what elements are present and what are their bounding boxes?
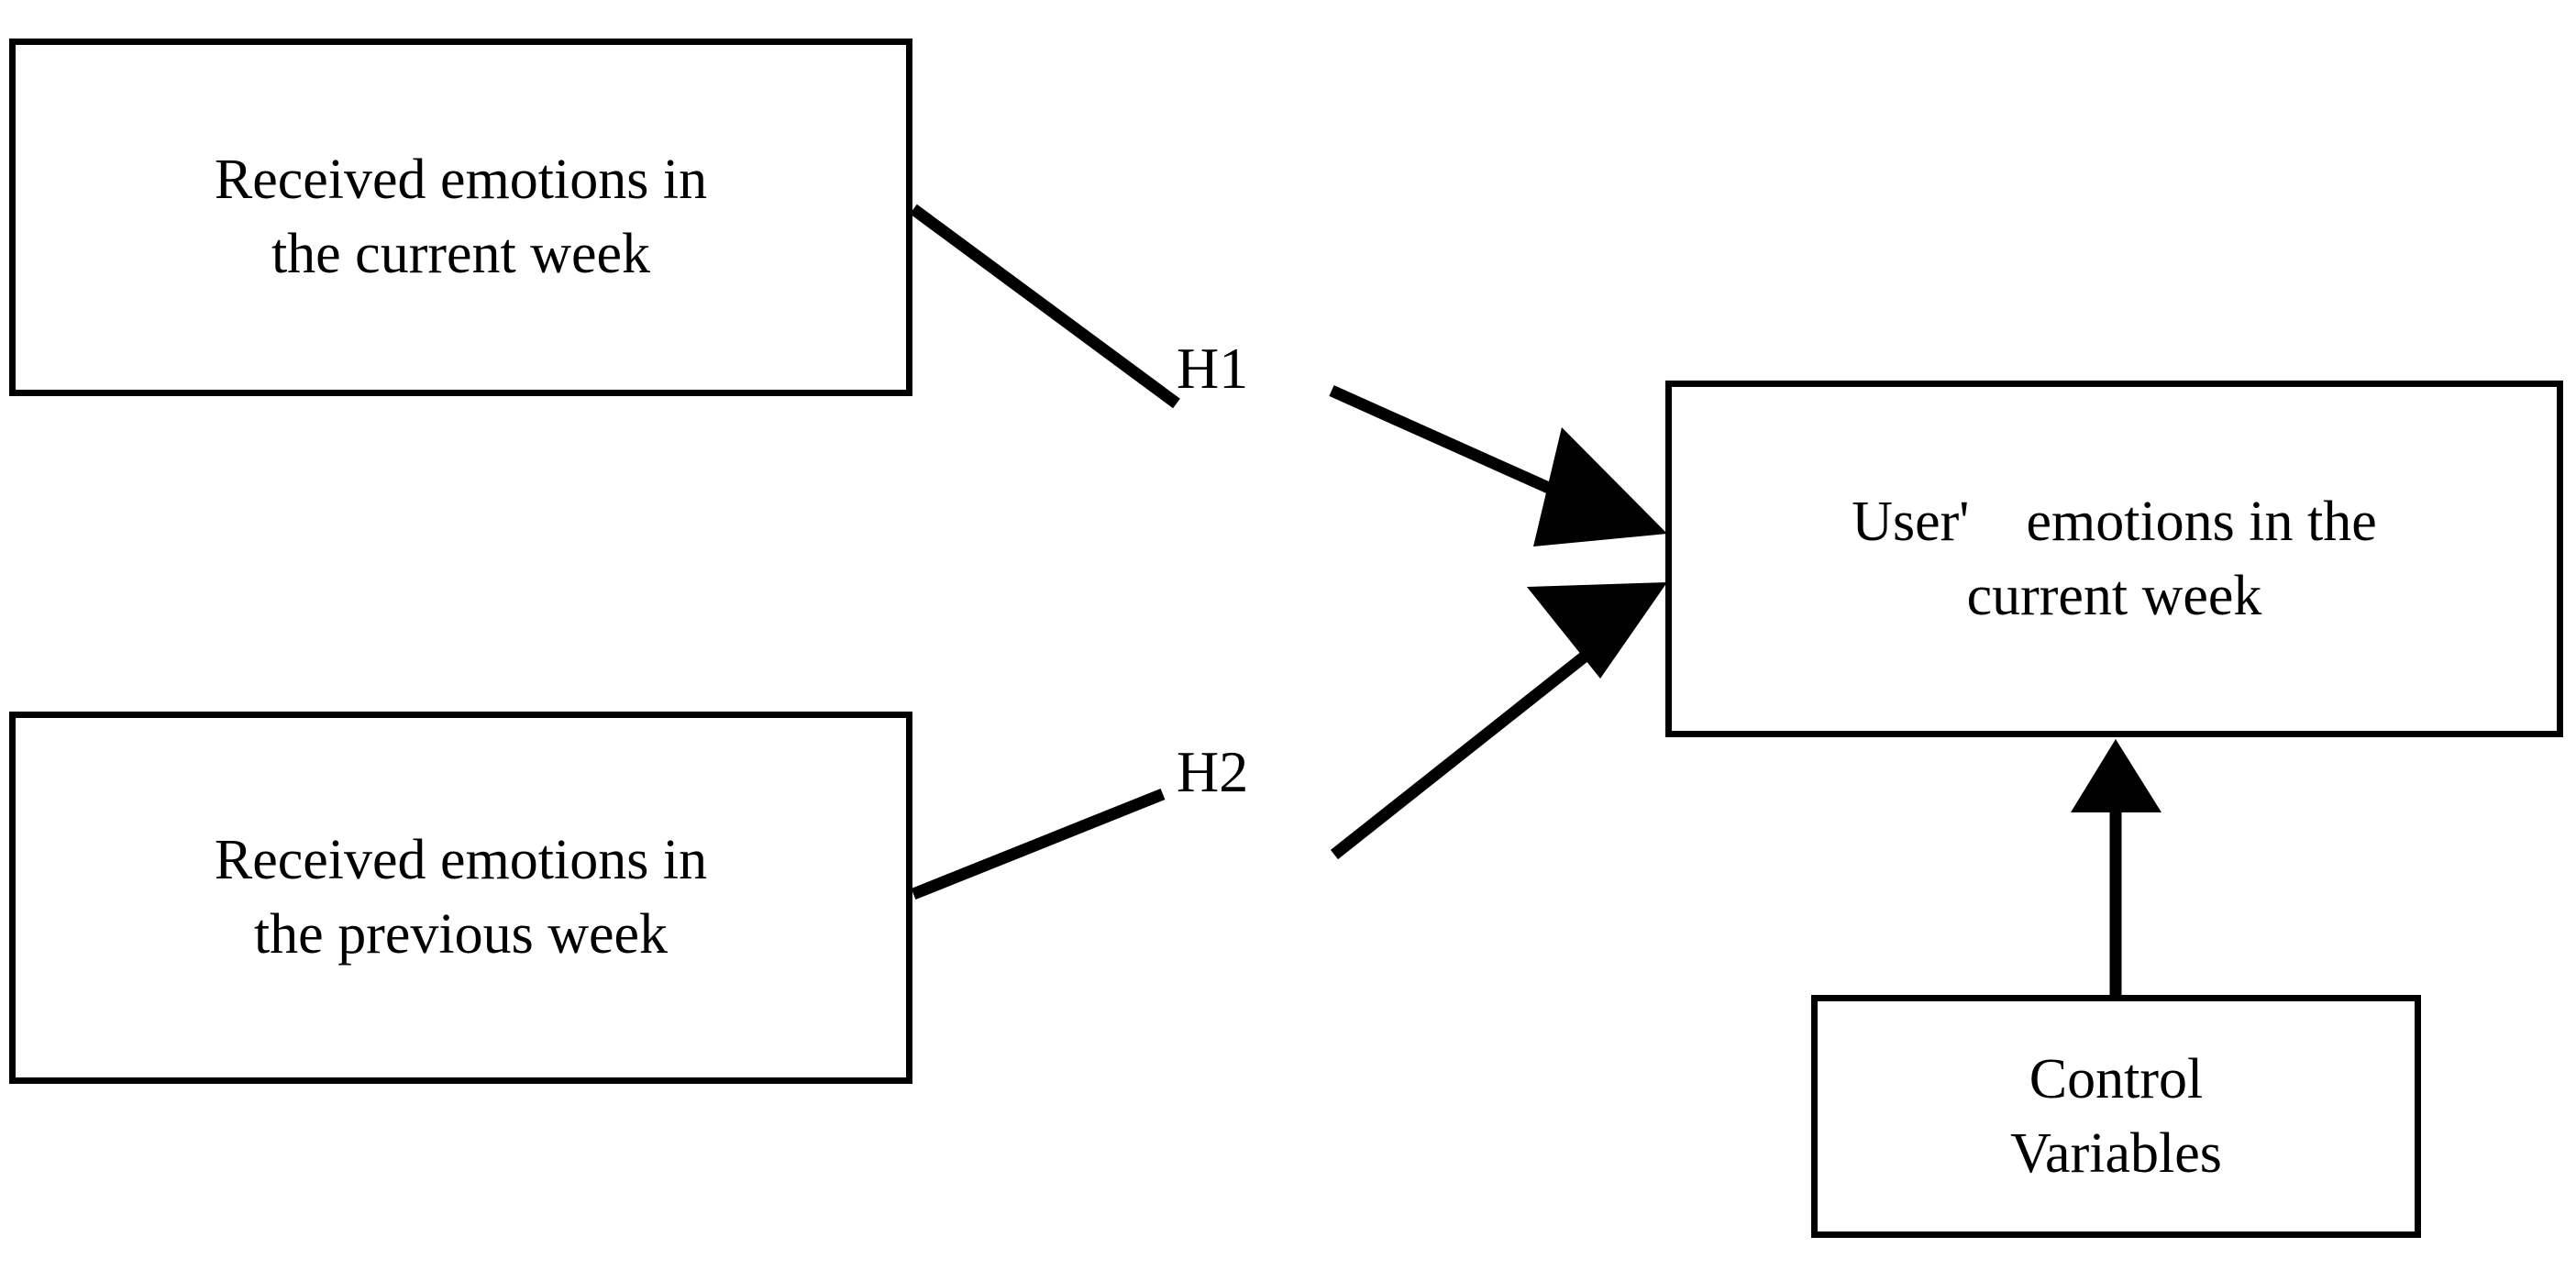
- edge-h1: [910, 204, 1667, 547]
- edge-control-arrowhead: [2071, 739, 2161, 812]
- node-received-emotions-previous-week-label: Received emotions in the previous week: [214, 829, 708, 966]
- edge-label-h1: H1: [1177, 336, 1249, 401]
- edge-h2: [911, 582, 1667, 900]
- node-received-emotions-current-week[interactable]: Received emotions in the current week: [9, 39, 912, 396]
- edge-h2-arrowhead: [1527, 582, 1667, 679]
- node-user-emotions-current-week[interactable]: User' emotions in the current week: [1665, 381, 2563, 737]
- node-user-emotions-current-week-label: User' emotions in the current week: [1852, 490, 2377, 627]
- edge-h1-arrowhead: [1533, 427, 1667, 547]
- node-received-emotions-current-week-label: Received emotions in the current week: [214, 149, 708, 285]
- node-control-variables[interactable]: Control Variables: [1811, 995, 2421, 1238]
- edge-h2-segment-right: [1330, 636, 1608, 860]
- edge-h2-segment-left: [911, 788, 1166, 900]
- edge-h1-segment-left: [910, 204, 1180, 409]
- edge-label-h2: H2: [1177, 739, 1249, 804]
- node-received-emotions-previous-week[interactable]: Received emotions in the previous week: [9, 712, 912, 1084]
- node-control-variables-label: Control Variables: [2010, 1047, 2222, 1185]
- edge-control-link: [2071, 739, 2161, 998]
